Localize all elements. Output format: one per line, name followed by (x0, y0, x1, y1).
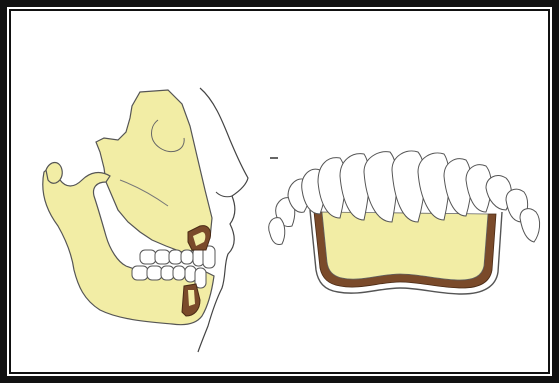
lower-molar (132, 266, 148, 280)
upper-premolar (169, 250, 182, 264)
denture-frontal-view (269, 151, 540, 294)
upper-molar (155, 250, 170, 264)
maxilla-shape (96, 90, 212, 252)
lateral-skull-profile (43, 88, 248, 352)
lower-premolar (161, 266, 174, 280)
ridge-bone-shape (322, 212, 488, 280)
lower-canine (185, 266, 196, 282)
condyle-shape (46, 163, 62, 184)
lower-molar (147, 266, 162, 280)
lower-graft-inner (188, 290, 195, 306)
incisor-tooth (364, 152, 397, 222)
incisor-tooth (418, 153, 449, 220)
side-tooth (520, 209, 540, 242)
incisor-tooth (340, 154, 369, 220)
nostril-line (216, 192, 232, 197)
lower-premolar (173, 266, 185, 280)
upper-canine (193, 248, 204, 266)
upper-premolar (181, 250, 193, 264)
upper-molar (140, 250, 156, 264)
side-tooth (269, 218, 285, 245)
